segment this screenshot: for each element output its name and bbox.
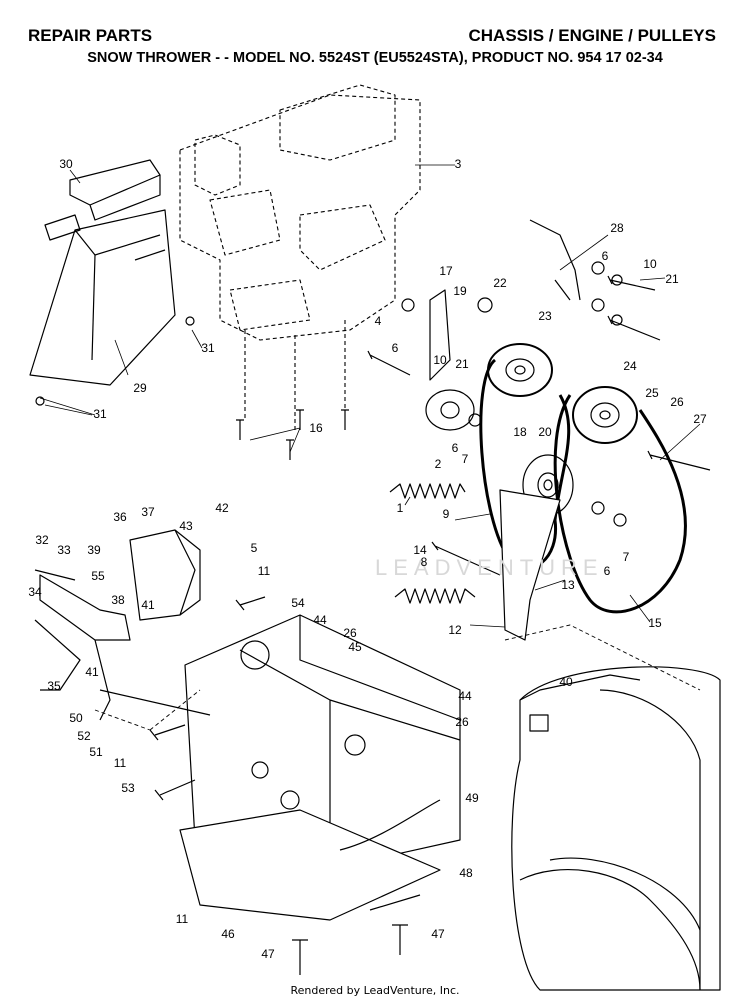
spring-14 (394, 588, 476, 604)
pulley-23 (487, 343, 553, 397)
callout-label-4: 4 (375, 314, 382, 328)
pulley-24 (572, 386, 638, 444)
callout-label-33: 33 (57, 543, 71, 557)
callout-label-48: 48 (459, 866, 473, 880)
callout-label-13: 13 (561, 578, 575, 592)
callout-label-11: 11 (114, 756, 127, 770)
callout-label-15: 15 (648, 616, 662, 630)
callout-label-27: 27 (693, 412, 707, 426)
callout-label-6: 6 (452, 441, 459, 455)
callout-label-20: 20 (538, 425, 552, 439)
callout-label-3: 3 (455, 157, 462, 171)
callout-label-22: 22 (493, 276, 507, 290)
callout-label-31: 31 (93, 407, 107, 421)
header-section: CHASSIS / ENGINE / PULLEYS (468, 26, 717, 45)
callout-label-6: 6 (604, 564, 611, 578)
callout-label-45: 45 (348, 640, 362, 654)
callout-label-25: 25 (645, 386, 659, 400)
callout-label-17: 17 (439, 264, 453, 278)
callout-label-8: 8 (421, 555, 428, 569)
callout-label-6: 6 (602, 249, 609, 263)
callout-label-5: 5 (251, 541, 258, 555)
callout-label-26: 26 (670, 395, 684, 409)
callout-label-11: 11 (258, 564, 271, 578)
header-model-subtitle: SNOW THROWER - - MODEL NO. 5524ST (EU552… (87, 50, 663, 66)
callout-label-14: 14 (413, 543, 427, 557)
callout-label-44: 44 (313, 613, 327, 627)
callout-label-29: 29 (133, 381, 147, 395)
callout-label-9: 9 (443, 507, 450, 521)
spring-1 (389, 483, 466, 499)
watermark-text: LEADVENTURE (375, 555, 604, 580)
callout-label-41: 41 (141, 598, 155, 612)
callout-label-38: 38 (111, 593, 125, 607)
callout-label-2: 2 (435, 457, 442, 471)
callout-label-19: 19 (453, 284, 467, 298)
callout-label-34: 34 (28, 585, 42, 599)
callout-label-41: 41 (85, 665, 99, 679)
callout-label-36: 36 (113, 510, 127, 524)
callout-label-46: 46 (221, 927, 235, 941)
callout-label-37: 37 (141, 505, 155, 519)
callout-label-32: 32 (35, 533, 49, 547)
callout-label-28: 28 (610, 221, 624, 235)
engine-outline (179, 84, 421, 430)
callout-label-6: 6 (392, 341, 399, 355)
callout-label-42: 42 (215, 501, 229, 515)
callout-label-54: 54 (291, 596, 305, 610)
pulley-2 (425, 389, 475, 431)
callout-label-10: 10 (643, 257, 657, 271)
callout-label-10: 10 (433, 353, 447, 367)
callout-label-47: 47 (431, 927, 445, 941)
callout-label-24: 24 (623, 359, 637, 373)
callout-label-26: 26 (343, 626, 357, 640)
cover-handle (44, 159, 161, 241)
footer-credit: Rendered by LeadVenture, Inc. (290, 984, 460, 997)
callout-label-52: 52 (77, 729, 91, 743)
callout-label-12: 12 (448, 623, 462, 637)
callout-label-30: 30 (59, 157, 73, 171)
callout-label-31: 31 (201, 341, 215, 355)
callout-label-7: 7 (623, 550, 630, 564)
callout-label-26: 26 (455, 715, 469, 729)
callout-label-11: 11 (176, 912, 189, 926)
callout-labels: 1234566667789101011111112131415161718192… (28, 157, 707, 961)
belt-15 (553, 394, 687, 614)
auger-housing (511, 666, 721, 991)
callout-label-50: 50 (69, 711, 83, 725)
callout-label-49: 49 (465, 791, 479, 805)
callout-label-53: 53 (121, 781, 135, 795)
callout-label-44: 44 (458, 689, 472, 703)
header-title: REPAIR PARTS (28, 26, 153, 45)
callout-label-35: 35 (47, 679, 61, 693)
callout-label-21: 21 (665, 272, 679, 286)
callout-label-39: 39 (87, 543, 101, 557)
callout-label-1: 1 (397, 501, 404, 515)
callout-label-43: 43 (179, 519, 193, 533)
callout-label-55: 55 (91, 569, 105, 583)
callout-label-40: 40 (559, 675, 573, 689)
callout-label-47: 47 (261, 947, 275, 961)
callout-label-51: 51 (89, 745, 103, 759)
callout-label-7: 7 (462, 452, 469, 466)
belt-cover (29, 209, 176, 386)
callout-label-23: 23 (538, 309, 552, 323)
callout-label-21: 21 (455, 357, 469, 371)
callout-label-18: 18 (513, 425, 527, 439)
callout-label-16: 16 (309, 421, 323, 435)
